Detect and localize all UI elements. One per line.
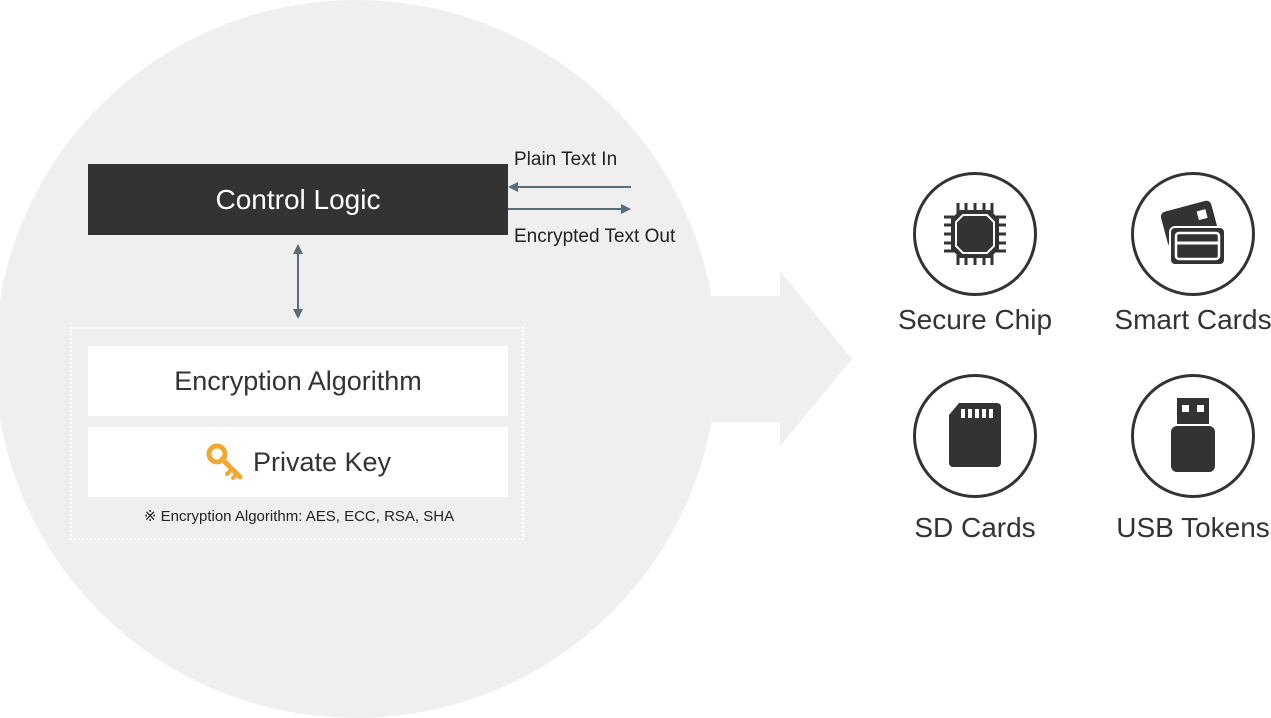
algorithm-note: ※ Encryption Algorithm: AES, ECC, RSA, S…	[143, 508, 455, 525]
private-key-box: Private Key	[88, 427, 508, 497]
encryption-algorithm-box: Encryption Algorithm	[88, 346, 508, 416]
usb-token-icon	[1171, 398, 1215, 472]
encryption-module-frame	[70, 327, 524, 540]
private-key-label: Private Key	[252, 446, 392, 477]
device-secure-chip: Secure Chip	[885, 172, 1065, 336]
device-sd-cards: SD Cards	[885, 374, 1065, 544]
secure-chip-label: Secure Chip	[897, 304, 1053, 335]
control-logic-label: Control Logic	[215, 183, 381, 215]
control-logic-box: Control Logic	[88, 164, 508, 235]
smart-card-icon	[1160, 200, 1226, 266]
device-smart-cards: Smart Cards	[1103, 172, 1271, 336]
sd-cards-label: SD Cards	[914, 512, 1036, 543]
encrypted-text-out-label: Encrypted Text Out	[514, 226, 676, 247]
smart-cards-label: Smart Cards	[1114, 304, 1271, 335]
key-icon	[206, 443, 243, 480]
encryption-algorithm-label: Encryption Algorithm	[174, 365, 422, 396]
plain-text-in-label: Plain Text In	[514, 149, 618, 170]
sd-card-icon	[949, 403, 1001, 467]
chip-icon	[944, 203, 1006, 265]
usb-tokens-label: USB Tokens	[1116, 512, 1270, 543]
device-usb-tokens: USB Tokens	[1103, 374, 1271, 544]
